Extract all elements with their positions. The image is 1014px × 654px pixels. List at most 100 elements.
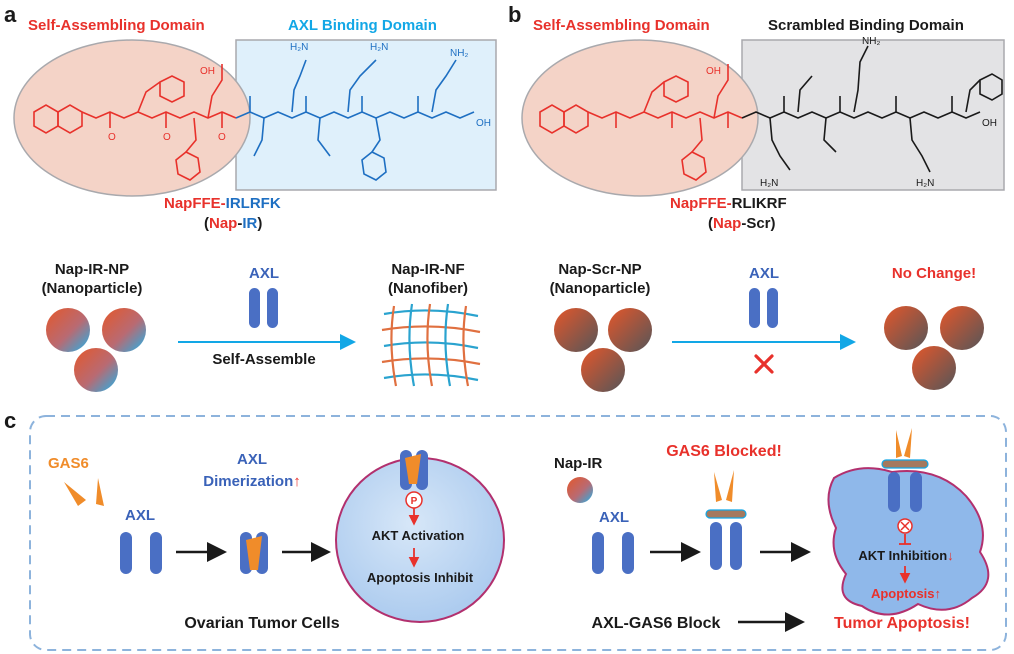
axl-receptor: [910, 472, 922, 512]
chem-nh2-a: NH₂: [450, 48, 468, 59]
nanofiber-cap: [881, 459, 929, 469]
panel-letter-a: a: [4, 2, 17, 27]
gas6-ligand: [96, 478, 104, 506]
short-open-a: (: [204, 215, 209, 232]
nanoparticle-sphere: [46, 308, 90, 352]
nap-ir-np-label-1: Nap-IR-NP: [55, 261, 129, 278]
chem-h2n-a1: H₂N: [290, 42, 308, 53]
akt-inhibition-text: AKT Inhibition: [858, 548, 947, 563]
axl-receptor: [592, 532, 604, 574]
nanoparticle-sphere-b: [581, 348, 625, 392]
axl-label-c2: AXL: [599, 509, 629, 526]
axl-receptor: [249, 288, 260, 328]
dimerization-text: Dimerization: [203, 473, 293, 490]
napffe-backbone: [81, 64, 237, 181]
axl-receptor: [767, 288, 778, 328]
nap-ir-np-label-2: (Nanoparticle): [42, 280, 143, 297]
panel-c-frame: [29, 415, 1007, 651]
chem-oh-a2: OH: [476, 118, 491, 129]
self-assembling-domain-label-a: Self-Assembling Domain: [28, 17, 205, 34]
gas6-bound: [405, 454, 421, 484]
phospho-label: P: [411, 496, 418, 507]
apoptosis-up-text: Apoptosis: [871, 586, 935, 601]
chem-oh-a: OH: [200, 66, 215, 77]
short-name-a: (Nap-IR): [204, 215, 262, 232]
apoptotic-tumor-cell: [827, 467, 990, 616]
self-assemble-label: Self-Assemble: [212, 351, 315, 368]
short-nap-b: Nap: [713, 215, 741, 232]
gas6-ligand: [64, 482, 86, 506]
nap-scr-np-label-2: (Nanoparticle): [550, 280, 651, 297]
gas6-ligand: [714, 472, 722, 502]
gas6-blocked-label: GAS6 Blocked!: [666, 443, 782, 460]
gas6-bound: [246, 536, 262, 570]
nanoparticle-sphere-b: [608, 308, 652, 352]
no-change-label: No Change!: [892, 265, 976, 282]
binding-domain-box: [235, 39, 497, 191]
chem-h2n-a2: H₂N: [370, 42, 388, 53]
axl-gas6-block-label: AXL-GAS6 Block: [592, 615, 721, 632]
short-open-b: (: [708, 215, 713, 232]
sequence-label-a: NapFFE-IRLRFK: [164, 195, 281, 212]
sequence-suffix-b: RLIKRF: [732, 195, 787, 212]
axl-label-c1: AXL: [125, 507, 155, 524]
panel-b: b Self-Assembling Domain Scrambled Bindi…: [508, 2, 1005, 392]
apoptosis-inhibit-label: Apoptosis Inhibit: [367, 570, 474, 585]
axl-receptor: [267, 288, 278, 328]
gas6-label: GAS6: [48, 455, 89, 472]
axl-label-b: AXL: [749, 265, 779, 282]
napffe-backbone-b: [587, 64, 743, 181]
axl-receptor: [749, 288, 760, 328]
axl-receptor: [888, 472, 900, 512]
cross-icon: [754, 354, 774, 374]
nanoparticle-sphere-b: [884, 306, 928, 350]
axl-receptor: [120, 532, 132, 574]
sequence-label-b: NapFFE-RLIKRF: [670, 195, 787, 212]
naphthalene-structure-b: [539, 104, 589, 134]
short-close-a: ): [257, 215, 262, 232]
sequence-prefix-b: NapFFE-: [670, 195, 732, 212]
chem-oh-b2: OH: [982, 118, 997, 129]
axl-binding-domain-label: AXL Binding Domain: [288, 17, 437, 34]
irlrfk-backbone: [235, 59, 475, 181]
gas6-ligand: [896, 430, 902, 458]
scrambled-binding-domain-label: Scrambled Binding Domain: [768, 17, 964, 34]
short-rest-b: -Scr): [741, 215, 775, 232]
panel-letter-c: c: [4, 408, 16, 433]
nap-ir-nf-label-2: (Nanofiber): [388, 280, 468, 297]
panel-letter-b: b: [508, 2, 521, 27]
nap-ir-nf-label-1: Nap-IR-NF: [391, 261, 464, 278]
inhibition-arrow: ↓: [947, 548, 954, 563]
axl-receptor: [150, 532, 162, 574]
axl-label-a: AXL: [249, 265, 279, 282]
akt-inhibition-label: AKT Inhibition↓: [858, 548, 953, 563]
axl-receptor: [730, 522, 742, 570]
dimerization-label-2: Dimerization↑: [203, 473, 301, 490]
nanoparticle-sphere-b: [940, 306, 984, 350]
akt-activation-label: AKT Activation: [372, 528, 465, 543]
short-ir-a: IR: [242, 215, 257, 232]
self-assembling-domain-ellipse-b: [521, 39, 759, 197]
nanoparticle-sphere-b: [912, 346, 956, 390]
gas6-ligand: [904, 428, 912, 458]
rlikrf-backbone: [741, 45, 1003, 173]
nanoparticle-sphere-b: [554, 308, 598, 352]
nap-scr-np-label-1: Nap-Scr-NP: [558, 261, 641, 278]
sequence-suffix-a: IRLRFK: [226, 195, 281, 212]
apoptosis-arrow: ↑: [935, 586, 942, 601]
chem-o-a2: O: [163, 132, 171, 143]
nap-ir-particle: [567, 477, 593, 503]
panel-a: a Self-Assembling Domain AXL Binding Dom…: [4, 2, 497, 392]
short-dash-a: -: [237, 215, 242, 232]
chem-h2n-b2: H₂N: [916, 178, 934, 189]
short-name-b: (Nap-Scr): [708, 215, 776, 232]
nap-ir-label: Nap-IR: [554, 455, 603, 472]
nanoparticle-sphere: [102, 308, 146, 352]
axl-receptor: [710, 522, 722, 570]
gas6-ligand: [726, 470, 734, 502]
dimerization-label-1: AXL: [237, 451, 267, 468]
chem-h2n-b1: H₂N: [760, 178, 778, 189]
nanofiber-mesh: [381, 303, 481, 387]
axl-receptor: [622, 532, 634, 574]
self-assembling-domain-label-b: Self-Assembling Domain: [533, 17, 710, 34]
